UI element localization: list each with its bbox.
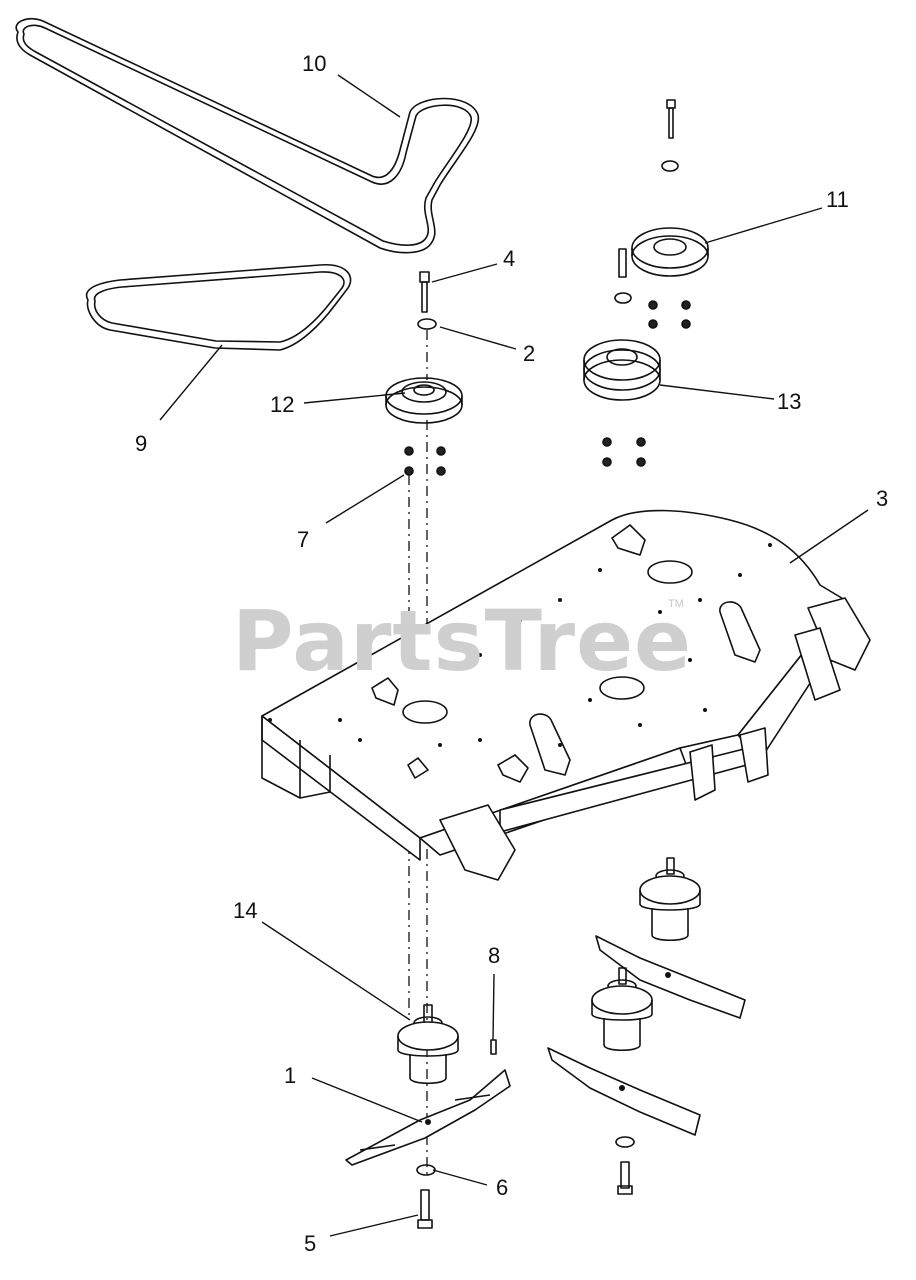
callout-4: 4 [503,246,516,271]
nuts-13 [602,437,646,467]
pulley-11 [631,227,709,277]
callout-9: 9 [135,431,148,456]
belt-long [15,17,480,254]
bolt-4 [419,271,430,313]
double-pulley-13 [583,339,661,401]
washer-top-right [661,160,679,172]
callout-14: 14 [233,898,258,923]
callout-12: 12 [270,392,295,417]
washer-2 [417,318,437,330]
callout-10: 10 [302,51,327,76]
callout-13: 13 [777,389,802,414]
callout-1: 1 [284,1063,297,1088]
spindle-right-lower [591,967,653,1052]
bolt-5 [417,1189,433,1229]
mower-deck-3 [261,509,871,881]
blade-1 [345,1069,511,1166]
callout-7: 7 [297,527,310,552]
callout-8: 8 [488,943,501,968]
nuts-11 [648,300,691,329]
nuts-7 [404,446,446,476]
bolt-11 [618,248,627,278]
key-8 [490,1039,497,1055]
leader-lines [159,74,869,1237]
callout-2: 2 [523,341,536,366]
callout-3: 3 [876,486,889,511]
spindle-right-upper [639,857,701,942]
callout-5: 5 [304,1231,317,1256]
watermark: PartsTree [232,592,693,690]
washer-6 [416,1164,436,1176]
idler-pulley-12 [385,377,463,424]
watermark-trademark: TM [668,598,684,610]
callout-6: 6 [496,1175,509,1200]
bolt-top-right [666,99,676,139]
bolt-right [617,1161,633,1195]
blade-right-upper [595,935,746,1019]
blade-right-lower [547,1047,701,1136]
callout-11: 11 [826,187,849,212]
spindle-14 [397,1004,459,1085]
washer-11 [614,292,632,304]
belt-small [85,264,352,351]
washer-right [615,1136,635,1148]
